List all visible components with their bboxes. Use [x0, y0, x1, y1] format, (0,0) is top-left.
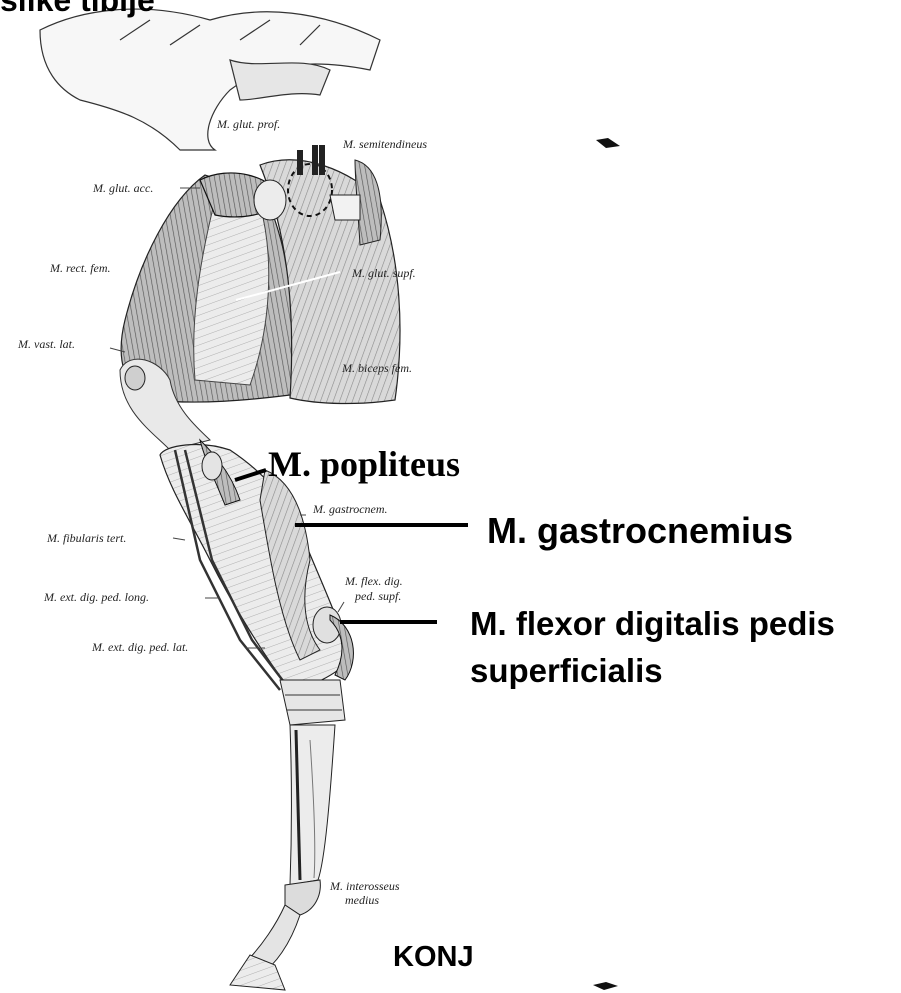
label-flexor-line2: superficialis [470, 652, 663, 690]
label-fibularis-tert: M. fibularis tert. [47, 532, 126, 546]
label-glut-acc: M. glut. acc. [93, 182, 153, 196]
label-ext-dig-long: M. ext. dig. ped. long. [44, 591, 149, 605]
tarsus [280, 680, 345, 725]
label-glut-prof: M. glut. prof. [217, 118, 280, 132]
pelvis-sacrum [40, 9, 380, 150]
label-rect-fem: M. rect. fem. [50, 262, 111, 276]
specimen-label: KONJ [393, 941, 474, 974]
label-semitendineus: M. semitendineus [343, 138, 427, 152]
label-glut-supf: M. glut. supf. [352, 267, 416, 281]
label-flex-dig-1: M. flex. dig. [345, 575, 403, 589]
label-gastrocnemius: M. gastrocnemius [487, 510, 793, 551]
page-title-fragment: slike tibije [0, 0, 155, 19]
label-flexor-line1: M. flexor digitalis pedis [470, 605, 835, 643]
label-biceps-fem: M. biceps fem. [342, 362, 412, 376]
label-gastrocnem: M. gastrocnem. [313, 503, 388, 517]
label-vast-lat: M. vast. lat. [18, 338, 75, 352]
label-ext-dig-lat: M. ext. dig. ped. lat. [92, 641, 188, 655]
label-interosseus-1: M. interosseus [330, 880, 400, 894]
label-flex-dig-2: ped. supf. [355, 590, 401, 604]
label-popliteus: M. popliteus [268, 443, 460, 485]
label-interosseus-2: medius [345, 894, 379, 908]
